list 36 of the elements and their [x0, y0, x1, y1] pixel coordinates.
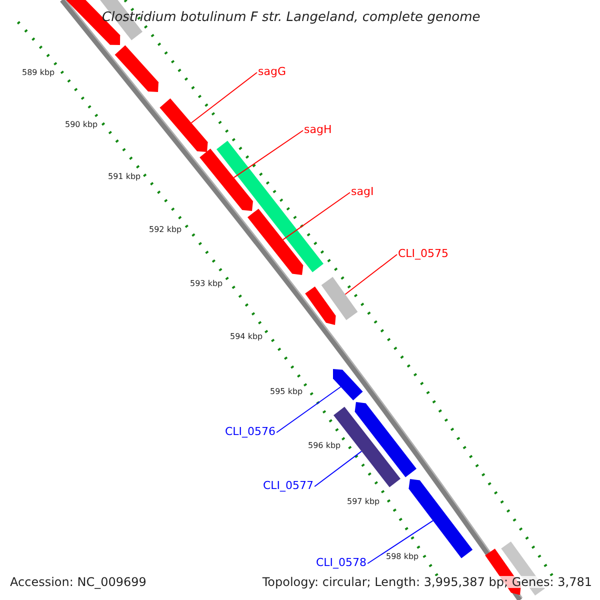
scale-label: 597 kbp	[347, 498, 380, 506]
leader-line	[367, 520, 434, 564]
gene-feature	[248, 208, 304, 275]
scale-label: 591 kbp	[108, 173, 141, 181]
scale-label: 596 kbp	[308, 442, 341, 450]
gene-feature	[305, 286, 336, 325]
gene-feature	[333, 369, 363, 400]
scale-label: 594 kbp	[230, 333, 263, 341]
gene-label: CLI_0576	[225, 426, 276, 437]
gene-feature	[321, 276, 358, 320]
gene-label: sagH	[304, 124, 332, 135]
scale-label: 595 kbp	[270, 388, 303, 396]
scale-label: 598 kbp	[386, 553, 419, 561]
leader-line	[344, 254, 398, 295]
footer-text: Topology: circular; Length: 3,995,387 bp; Genes: 3,781	[262, 576, 592, 588]
leader-line	[282, 192, 350, 240]
leader-line	[190, 72, 258, 124]
gene-feature	[216, 140, 324, 272]
gene-feature	[200, 148, 253, 211]
leader-line	[314, 450, 362, 487]
footer-text: Accession: NC_009699	[10, 576, 146, 588]
gene-label: CLI_0575	[398, 248, 449, 259]
gene-feature	[354, 402, 416, 478]
title: Clostridium botulinum F str. Langeland, complete genome	[102, 11, 480, 24]
scale-label: 590 kbp	[65, 121, 98, 129]
gene-label: sagG	[258, 66, 286, 77]
scale-label: 593 kbp	[190, 280, 223, 288]
gene-feature	[114, 45, 158, 92]
gene-label: CLI_0578	[316, 557, 367, 568]
gene-feature	[160, 98, 208, 152]
gene-label: sagI	[351, 186, 374, 197]
leader-line	[233, 130, 304, 178]
gene-label: CLI_0577	[263, 480, 314, 491]
scale-label: 592 kbp	[149, 226, 182, 234]
leader-line	[276, 386, 342, 433]
scale-label: 589 kbp	[22, 69, 55, 77]
